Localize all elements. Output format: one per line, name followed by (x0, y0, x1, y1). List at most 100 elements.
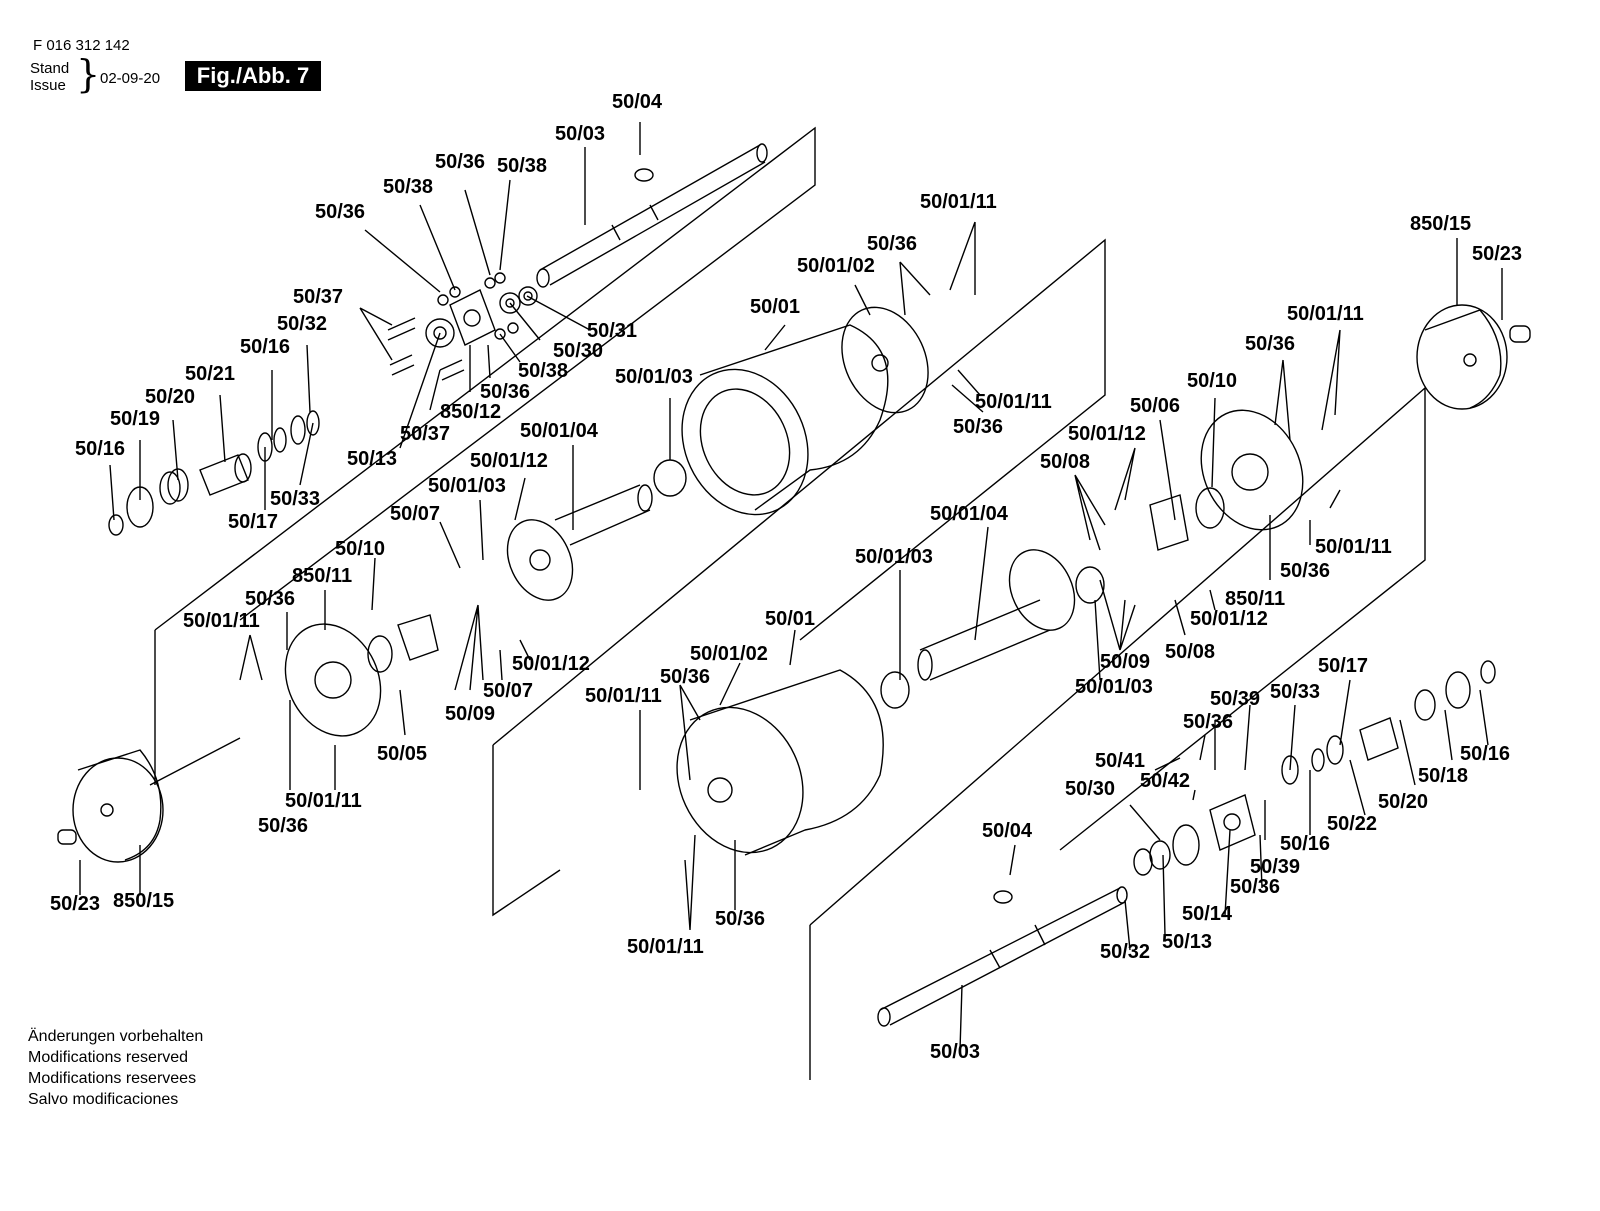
callout-l34: 50/10 (335, 538, 385, 560)
callout-l60: 50/01/03 (1075, 676, 1153, 698)
callout-l57: 50/01/03 (855, 546, 933, 568)
callout-l80: 50/04 (982, 820, 1033, 842)
callout-l09: 50/16 (240, 336, 290, 358)
callout-l41: 50/05 (377, 743, 427, 765)
callout-l26: 50/01 (750, 296, 800, 318)
callout-l46: 50/01/11 (1287, 303, 1364, 325)
callout-l29: 50/36 (953, 416, 1003, 438)
callout-l42: 50/01/11 (285, 790, 362, 812)
part-callouts: 50/04 50/03 50/36 50/38 50/38 50/36 50/3… (50, 91, 1522, 1063)
issue-label: Issue (30, 77, 66, 94)
callout-l37: 50/01/11 (183, 610, 260, 632)
callout-l17: 50/36 (480, 381, 530, 403)
callout-l86: 50/23 (50, 893, 100, 915)
callout-l38: 50/01/12 (512, 653, 590, 675)
callout-l68: 50/36 (1183, 711, 1233, 733)
callout-l25: 50/01/02 (797, 255, 875, 277)
callout-l33: 50/07 (390, 503, 440, 525)
callout-l51: 50/08 (1040, 451, 1090, 473)
issue-date: 02-09-20 (100, 70, 161, 87)
callout-l76: 50/16 (1280, 833, 1330, 855)
callout-l81: 50/36 (715, 908, 765, 930)
callout-l53: 50/01/11 (1315, 536, 1392, 558)
callout-l77: 50/39 (1250, 856, 1300, 878)
callout-l20: 50/13 (347, 448, 397, 470)
callout-l69: 50/41 (1095, 750, 1145, 772)
note-spanish: Salvo modificaciones (28, 1091, 179, 1108)
callout-l54: 50/36 (1280, 560, 1330, 582)
callout-l85: 50/03 (930, 1041, 980, 1063)
callout-l47: 50/36 (1245, 333, 1295, 355)
callout-l27: 50/01/03 (615, 366, 693, 388)
callout-l74: 50/20 (1378, 791, 1428, 813)
callout-l15: 50/30 (553, 340, 603, 362)
document-number: F 016 312 142 (33, 37, 130, 54)
note-french: Modifications reservees (28, 1070, 197, 1087)
callout-l28: 50/01/11 (975, 391, 1052, 413)
callout-l31: 50/01/12 (470, 450, 548, 472)
callout-l16: 50/38 (518, 360, 568, 382)
callout-l63: 50/36 (660, 666, 710, 688)
callout-l08: 50/32 (277, 313, 327, 335)
callout-l35: 850/11 (292, 565, 352, 587)
callout-l45: 50/23 (1472, 243, 1522, 265)
callout-l64: 50/01/11 (585, 685, 662, 707)
callout-l78: 50/36 (1230, 876, 1280, 898)
stand-label: Stand (30, 60, 70, 77)
callout-l02: 50/03 (555, 123, 605, 145)
note-english: Modifications reserved (28, 1049, 189, 1066)
callout-l48: 50/10 (1187, 370, 1237, 392)
callout-l39: 50/07 (483, 680, 533, 702)
callout-l04: 50/38 (383, 176, 433, 198)
callout-l67: 50/33 (1270, 681, 1320, 703)
callout-l21: 50/33 (270, 488, 320, 510)
figure-label: Fig./Abb. 7 (185, 61, 321, 91)
callout-l75: 50/22 (1327, 813, 1377, 835)
callout-l14: 50/31 (587, 320, 637, 342)
callout-l61: 50/01 (765, 608, 815, 630)
callout-l50: 50/01/12 (1068, 423, 1146, 445)
brace-glyph: } (76, 52, 101, 96)
callout-l83: 50/32 (1100, 941, 1150, 963)
callout-l71: 50/30 (1065, 778, 1115, 800)
callout-l56: 50/01/12 (1190, 608, 1268, 630)
callout-l03: 50/36 (315, 201, 365, 223)
callout-l05: 50/38 (497, 155, 547, 177)
callout-l36: 50/36 (245, 588, 295, 610)
callout-l55: 850/11 (1225, 588, 1285, 610)
callout-l23: 50/01/11 (920, 191, 997, 213)
callout-l12: 50/19 (110, 408, 160, 430)
callout-l87: 850/15 (113, 890, 174, 912)
callout-l49: 50/06 (1130, 395, 1180, 417)
callout-l40: 50/09 (445, 703, 495, 725)
callout-l52: 50/01/04 (930, 503, 1009, 525)
assembly-outline (57, 122, 1531, 1080)
callout-l18: 850/12 (440, 401, 501, 423)
callout-l59: 50/08 (1165, 641, 1215, 663)
callout-l79: 50/14 (1182, 903, 1233, 925)
callout-l62: 50/01/02 (690, 643, 768, 665)
callout-l11: 50/20 (145, 386, 195, 408)
callout-l19: 50/37 (400, 423, 450, 445)
callout-l65: 50/17 (1318, 655, 1368, 677)
callout-l44: 850/15 (1410, 213, 1471, 235)
callout-l07: 50/37 (293, 286, 343, 308)
callout-l32: 50/01/03 (428, 475, 506, 497)
callout-l13: 50/16 (75, 438, 125, 460)
callout-l66: 50/39 (1210, 688, 1260, 710)
callout-l72: 50/16 (1460, 743, 1510, 765)
callout-l73: 50/18 (1418, 765, 1468, 787)
callout-l24: 50/36 (867, 233, 917, 255)
stand-issue-label: Stand Issue (30, 60, 69, 94)
modification-notes: Änderungen vorbehalten Modifications res… (28, 1026, 203, 1110)
callout-l58: 50/09 (1100, 651, 1150, 673)
callout-l30: 50/01/04 (520, 420, 599, 442)
callout-l10: 50/21 (185, 363, 235, 385)
callout-l84: 50/13 (1162, 931, 1212, 953)
callout-l82: 50/01/11 (627, 936, 704, 958)
callout-l22: 50/17 (228, 511, 278, 533)
note-german: Änderungen vorbehalten (28, 1028, 204, 1045)
callout-l70: 50/42 (1140, 770, 1190, 792)
callout-l06: 50/36 (435, 151, 485, 173)
